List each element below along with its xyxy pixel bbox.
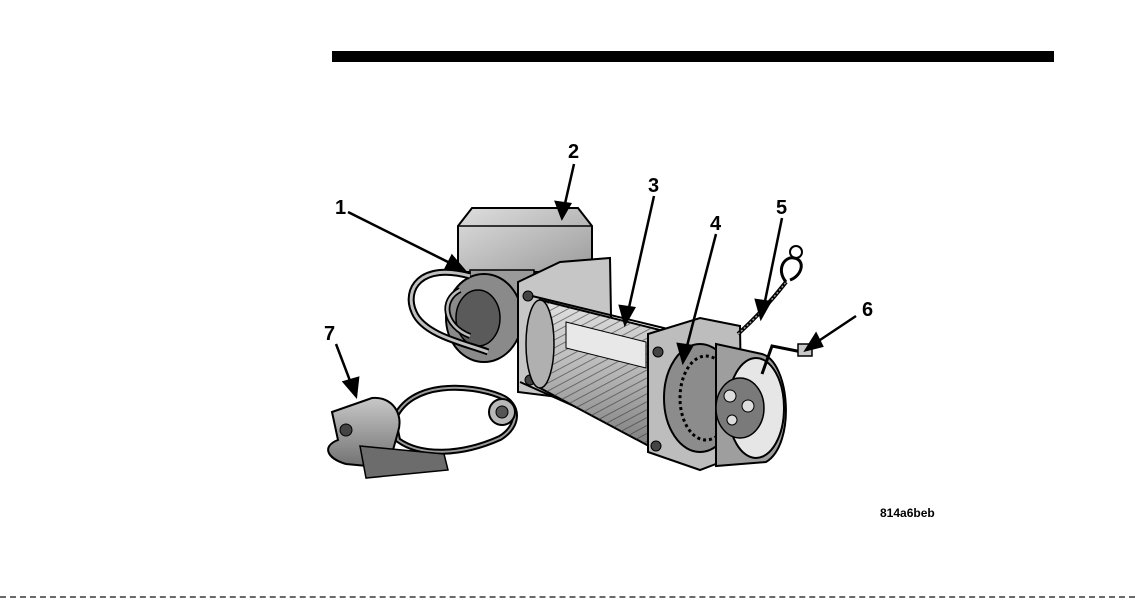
callout-label-7: 7	[324, 323, 335, 345]
callout-label-1: 1	[335, 197, 346, 219]
figure-code: 814a6beb	[880, 506, 1000, 520]
callout-label-3: 3	[648, 175, 659, 197]
callout-label-4: 4	[710, 213, 722, 235]
leader-line-3	[620, 196, 654, 324]
callout-label-6: 6	[862, 299, 873, 321]
remote-control	[328, 388, 515, 478]
callout-label-5: 5	[776, 197, 787, 219]
leader-line-5	[756, 218, 782, 318]
footer-rule	[0, 596, 1135, 598]
clutch-end-cap	[716, 344, 786, 466]
winch-assembly	[411, 208, 812, 470]
hook-strap	[738, 246, 802, 334]
leader-line-1	[348, 212, 464, 270]
leader-line-7	[336, 344, 358, 396]
callout-label-2: 2	[568, 141, 579, 163]
motor-and-wiring	[411, 272, 522, 362]
leader-line-6	[806, 316, 856, 350]
